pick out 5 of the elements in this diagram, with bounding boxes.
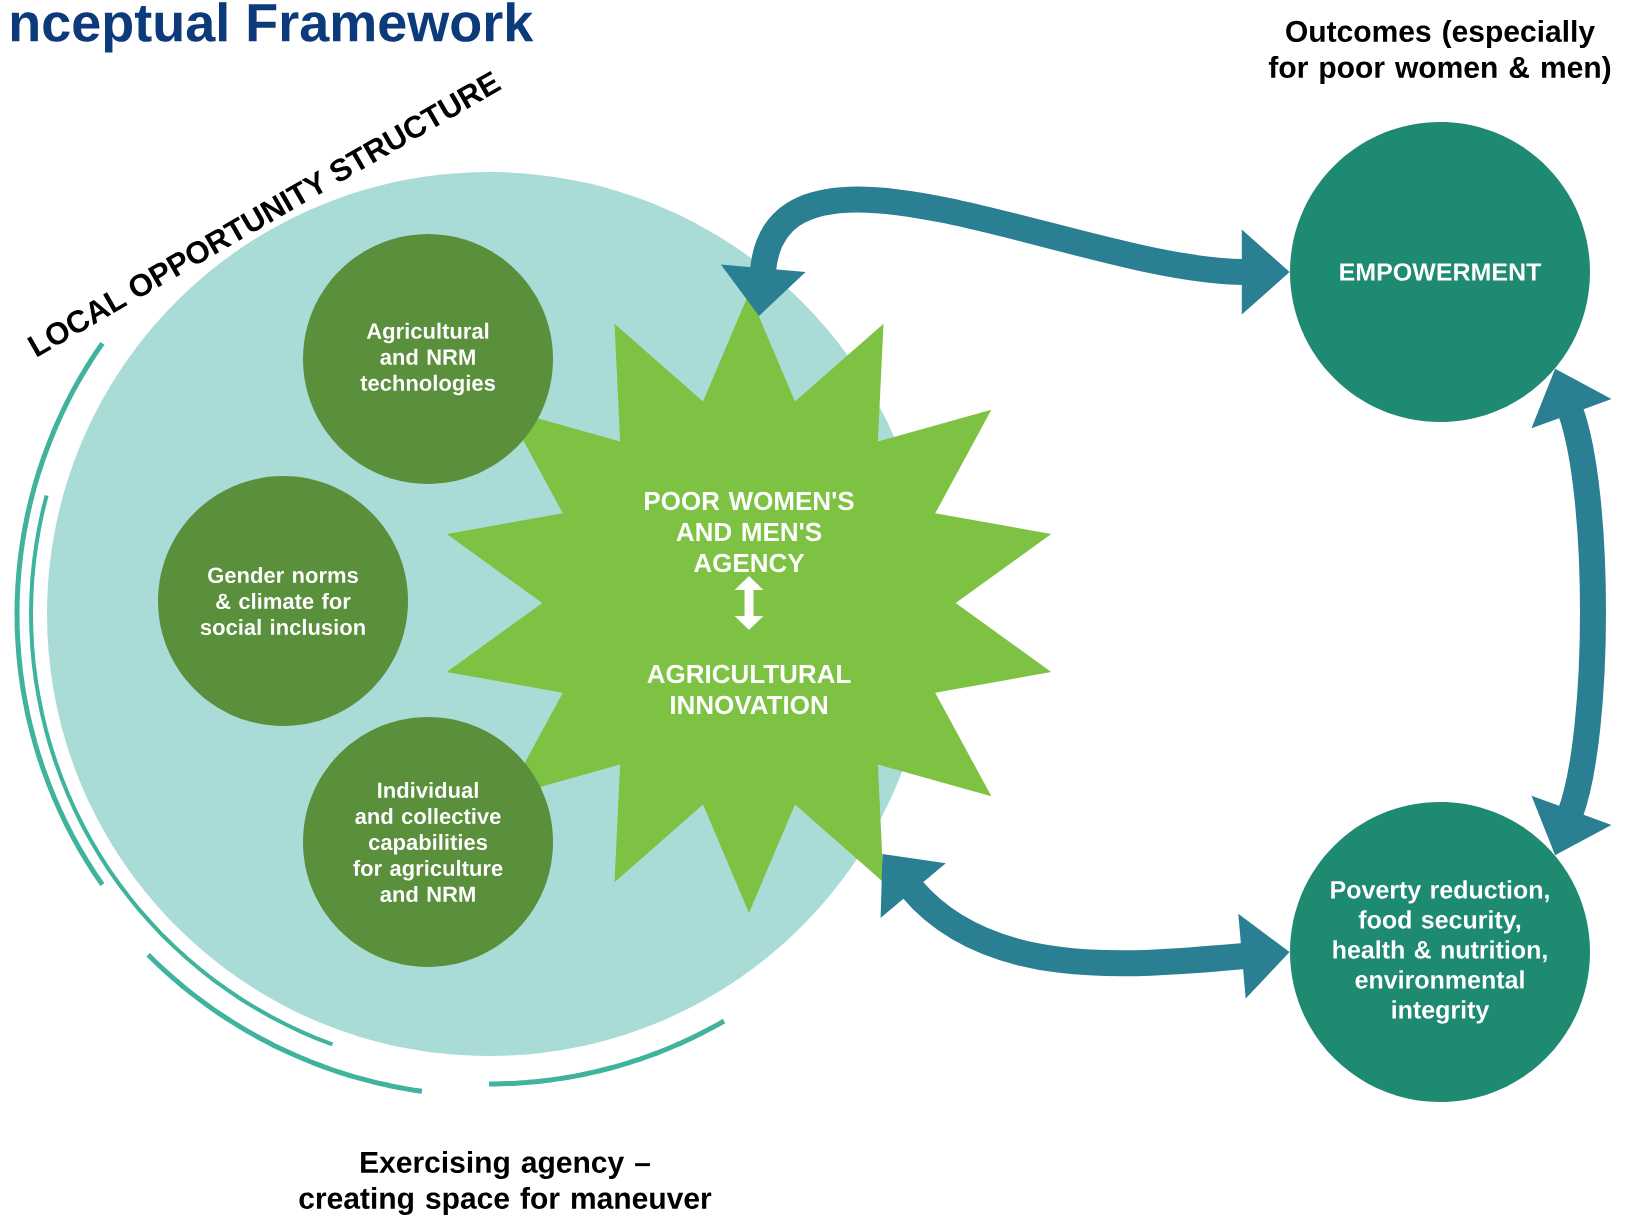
column-heading: Outcomes (especially for poor women & men): [1268, 20, 1611, 84]
node-label: POOR WOMEN'S AND MEN'S AGENCY: [645, 491, 854, 573]
title: nceptual Framework: [11, 2, 534, 53]
node-label: AGRICULTURAL INNOVATION: [647, 664, 851, 715]
caption: Exercising agency – creating space for maneuver: [299, 1150, 712, 1216]
